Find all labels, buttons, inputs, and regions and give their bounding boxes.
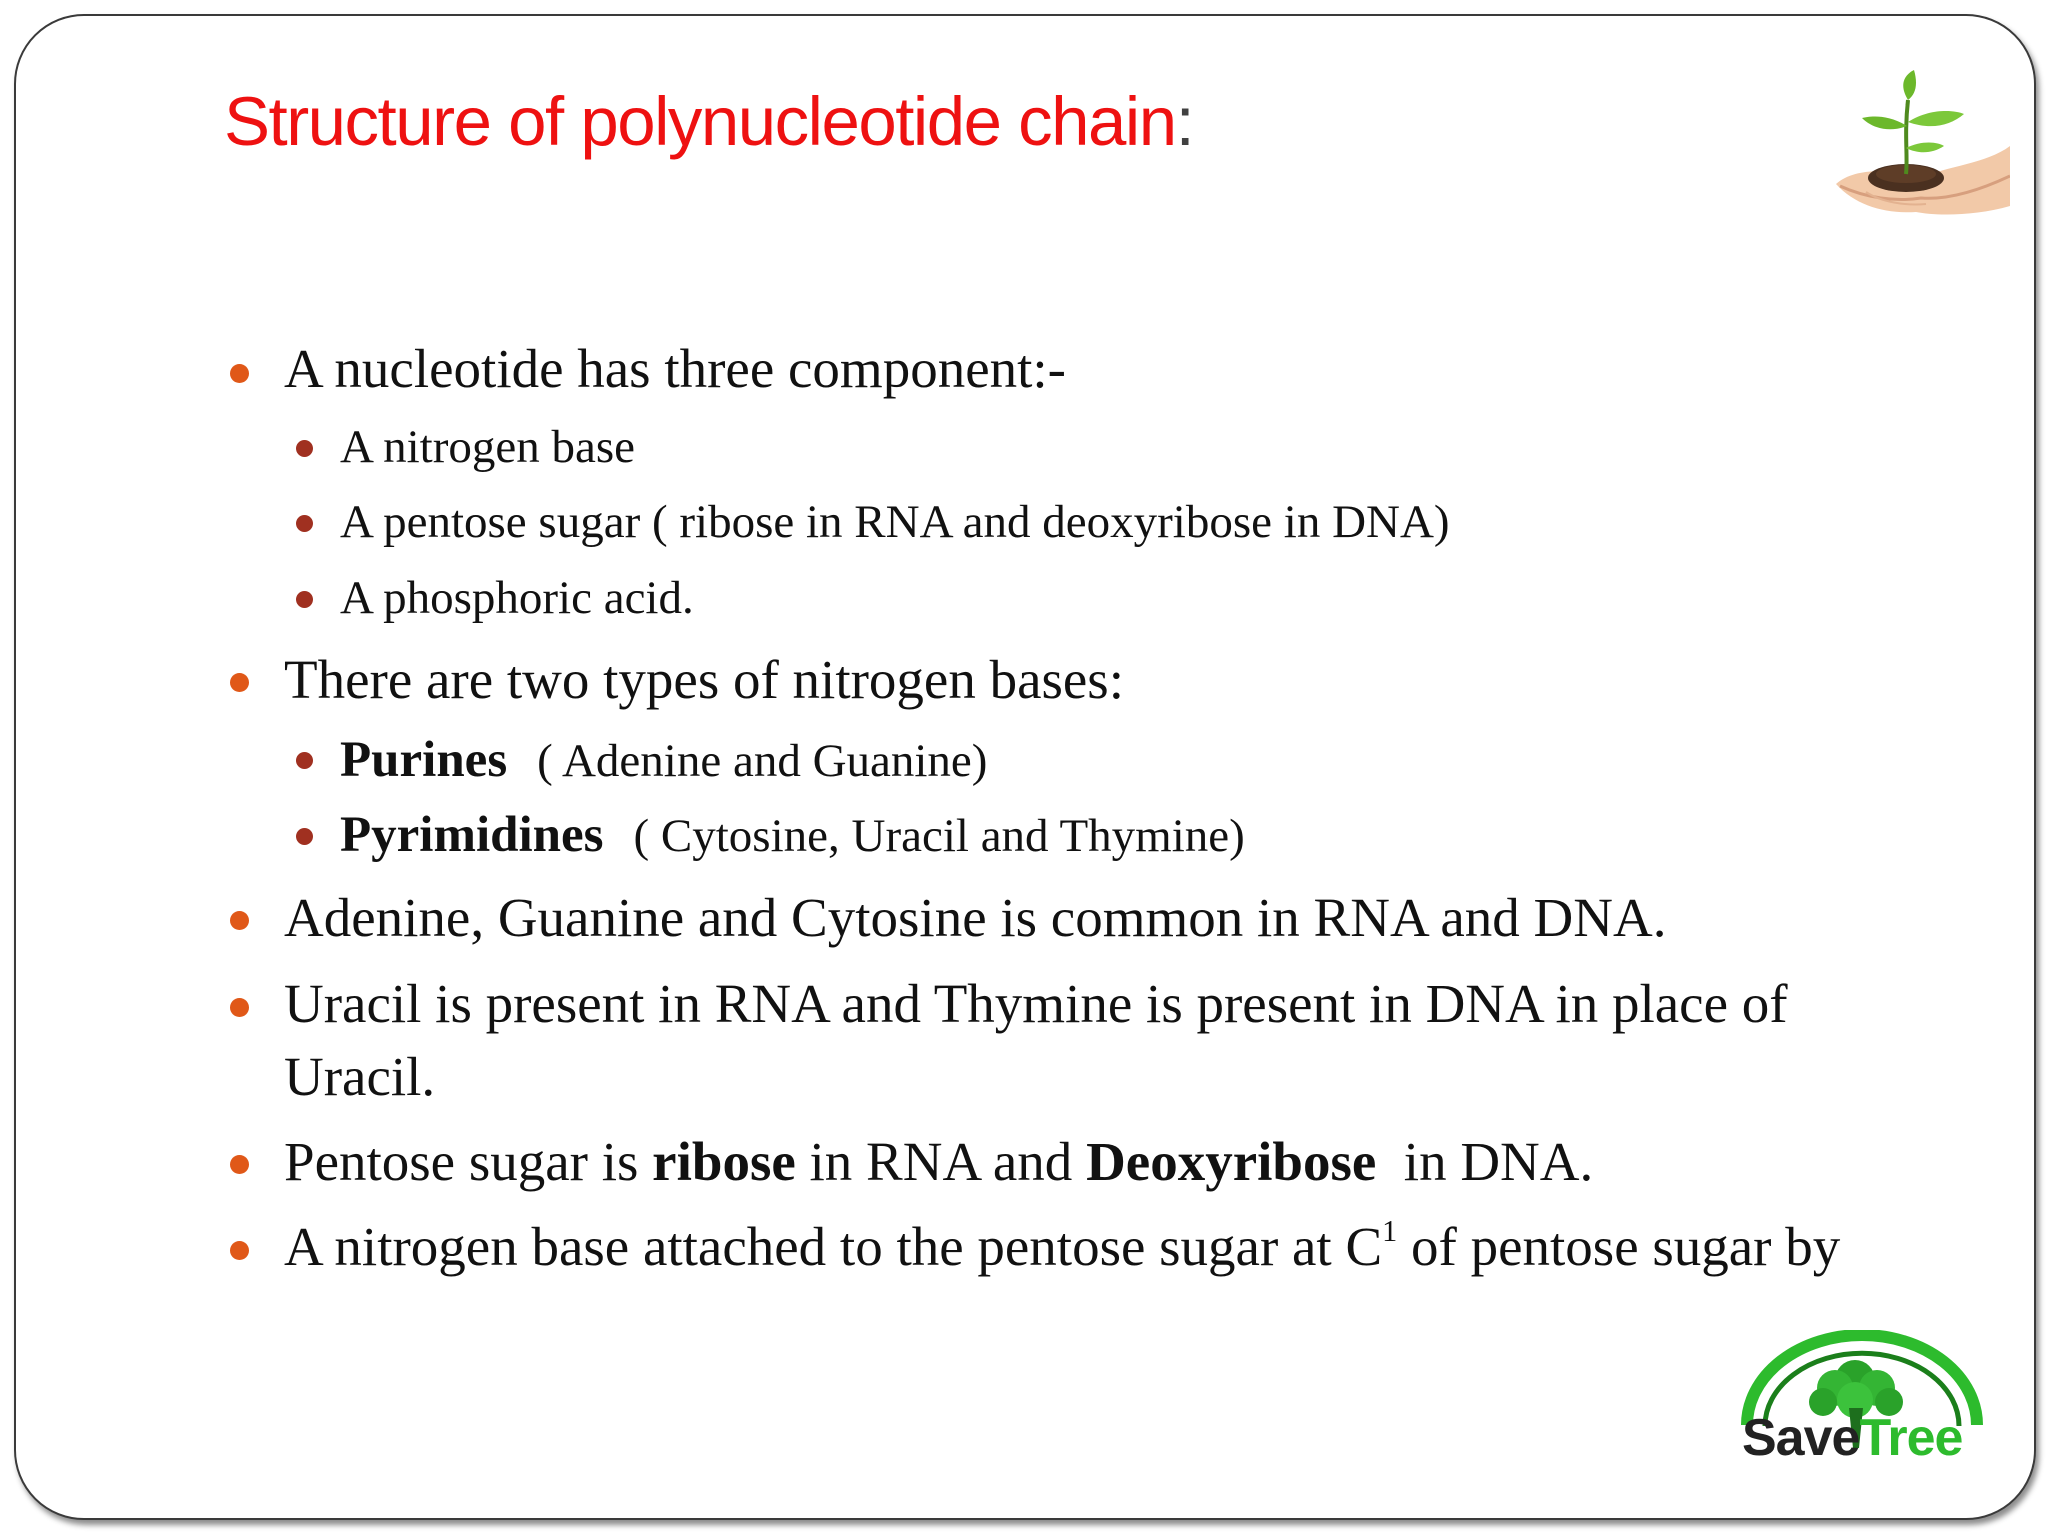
pyrimidines-detail: ( Cytosine, Uracil and Thymine): [633, 810, 1245, 862]
logo-save-text: Save: [1742, 1409, 1860, 1467]
term-deoxyribose: Deoxyribose: [1086, 1131, 1377, 1192]
text-segment: in DNA.: [1376, 1131, 1594, 1192]
text-segment: Pentose sugar is: [284, 1131, 653, 1192]
sub-bullet-dot: [296, 591, 313, 608]
text-segment: A nitrogen base attached to the pentose …: [284, 1216, 1383, 1277]
bullet-dot: [230, 911, 249, 930]
sub-list-item: A nitrogen base: [340, 421, 635, 473]
sub-bullet-dot: [296, 440, 313, 457]
bullet-dot: [230, 1241, 249, 1260]
title-colon: :: [1175, 83, 1195, 160]
list-item-continuation: Uracil.: [284, 1046, 436, 1107]
bullet-dot: [230, 998, 249, 1017]
logo-wordmark: SaveTree: [1742, 1408, 1963, 1468]
bullet-dot: [230, 1155, 249, 1174]
sub-bullet-dot: [296, 828, 313, 845]
sub-list-item: Pyrimidines ( Cytosine, Uracil and Thymin…: [340, 806, 1245, 864]
list-item: Pentose sugar is ribose in RNA and Deoxy…: [284, 1130, 1593, 1193]
slide-frame: [14, 14, 2036, 1520]
list-item: Uracil is present in RNA and Thymine is …: [284, 973, 1788, 1034]
list-item: There are two types of nitrogen bases:: [284, 649, 1124, 710]
title-text: Structure of polynucleotide chain: [224, 83, 1177, 160]
term-ribose: ribose: [652, 1131, 796, 1192]
text-segment: in RNA and: [795, 1131, 1087, 1192]
sub-list-item: Purines ( Adenine and Guanine): [340, 731, 987, 789]
list-item: Adenine, Guanine and Cytosine is common …: [284, 887, 1667, 948]
sub-list-item: A phosphoric acid.: [340, 572, 694, 624]
superscript: 1: [1382, 1213, 1398, 1248]
purines-detail: ( Adenine and Guanine): [537, 735, 988, 787]
sub-bullet-dot: [296, 752, 313, 769]
bullet-dot: [230, 364, 249, 383]
bullet-dot: [230, 673, 249, 692]
list-item: A nitrogen base attached to the pentose …: [284, 1215, 1840, 1278]
seedling-in-hands-icon: [1826, 66, 2010, 226]
list-item: A nucleotide has three component:-: [284, 338, 1066, 399]
logo-tree-text: Tree: [1859, 1409, 1963, 1467]
slide-title: Structure of polynucleotide chain:: [224, 82, 1195, 161]
sub-list-item: A pentose sugar ( ribose in RNA and deox…: [340, 496, 1450, 548]
term-pyrimidines: Pyrimidines: [340, 807, 604, 863]
text-segment: of pentose sugar by: [1397, 1216, 1841, 1277]
term-purines: Purines: [340, 732, 508, 788]
tree-icon: [1741, 1330, 1983, 1448]
sub-bullet-dot: [296, 515, 313, 532]
